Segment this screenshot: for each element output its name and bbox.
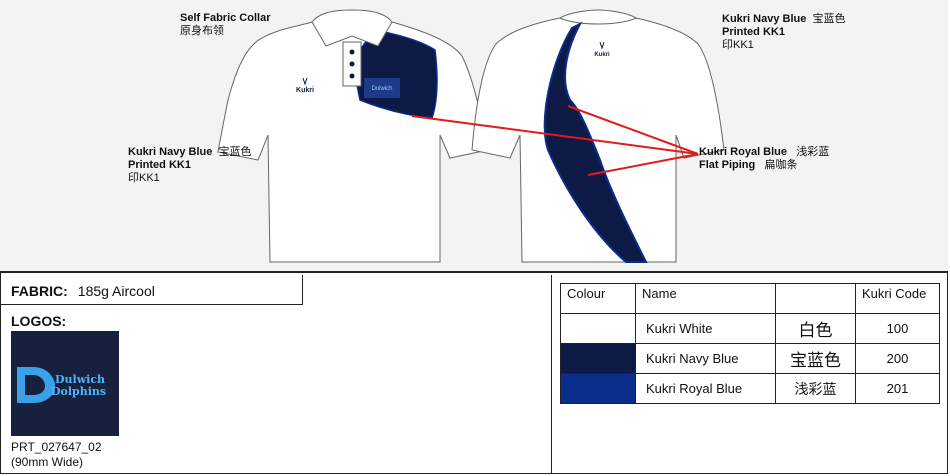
back-shirt: Kukri: [471, 9, 725, 263]
header-name: Name: [635, 283, 776, 314]
colour-code: 201: [855, 373, 940, 404]
colour-table: Colour Name Kukri Code Kukri White 白色 10…: [560, 283, 940, 404]
fabric-label: FABRIC:: [11, 283, 68, 299]
logo-text-line1: Dulwich: [55, 373, 105, 386]
front-button: [349, 49, 355, 55]
table-row: Kukri Royal Blue 浅彩蓝 201: [560, 373, 940, 404]
dulwich-dolphins-logo: Dulwich Dolphins: [17, 367, 106, 403]
table-header-row: Colour Name Kukri Code: [560, 283, 940, 314]
logo-text-line2: Dolphins: [51, 385, 106, 398]
front-kukri-mark-icon: [302, 77, 308, 86]
pointer-line: [411, 115, 699, 155]
colour-code: 100: [855, 313, 940, 344]
front-shirt: Dulwich Kukri: [217, 9, 489, 263]
front-chest-logo-text: Dulwich: [371, 86, 392, 92]
colour-cn-name: 浅彩蓝: [775, 373, 856, 404]
back-collar: [558, 9, 638, 25]
back-kukri-mark-icon: [599, 41, 605, 50]
front-navy-label: Kukri Navy Blue 宝蓝色 Printed KK1 印KK1: [128, 146, 252, 184]
pointer-line: [587, 153, 699, 176]
table-row: Kukri Navy Blue 宝蓝色 200: [560, 343, 940, 374]
fabric-spec: FABRIC: 185g Aircool: [1, 275, 303, 305]
colour-swatch: [560, 313, 636, 344]
colour-cn-name: 宝蓝色: [775, 343, 856, 374]
royal-piping-label: Kukri Royal Blue 浅彩蓝 Flat Piping 扁咖条: [699, 146, 830, 171]
colour-swatch: [560, 373, 636, 404]
colour-cn-name: 白色: [775, 313, 856, 344]
logo-width: (90mm Wide): [11, 455, 84, 469]
front-button: [349, 61, 355, 67]
logo-artwork: Dulwich Dolphins: [11, 331, 119, 436]
front-chest-logo: [364, 78, 400, 98]
back-navy-label: Kukri Navy Blue 宝蓝色 Printed KK1 印KK1: [722, 13, 846, 51]
header-colour: Colour: [560, 283, 636, 314]
colour-name: Kukri Royal Blue: [635, 373, 776, 404]
front-collar: [311, 9, 393, 47]
logos-heading: LOGOS:: [11, 313, 67, 329]
logo-caption: PRT_027647_02 (90mm Wide): [11, 440, 102, 470]
front-button: [349, 73, 355, 79]
pointer-line: [567, 105, 699, 155]
logo-code: PRT_027647_02: [11, 440, 102, 454]
table-row: Kukri White 白色 100: [560, 313, 940, 344]
header-blank: [775, 283, 856, 314]
front-kukri-logo: Kukri: [296, 87, 314, 94]
pointer-lines: [411, 105, 699, 176]
fabric-value: 185g Aircool: [77, 283, 155, 299]
fabric-logos-panel: [1, 275, 552, 473]
back-kukri-logo: Kukri: [594, 52, 610, 58]
colour-name: Kukri White: [635, 313, 776, 344]
garment-drawing: Dulwich Kukri Kukri: [217, 9, 725, 263]
logo-d-mark-icon: [17, 367, 55, 403]
header-code: Kukri Code: [855, 283, 940, 314]
colour-name: Kukri Navy Blue: [635, 343, 776, 374]
colour-code: 200: [855, 343, 940, 374]
colour-swatch: [560, 343, 636, 374]
